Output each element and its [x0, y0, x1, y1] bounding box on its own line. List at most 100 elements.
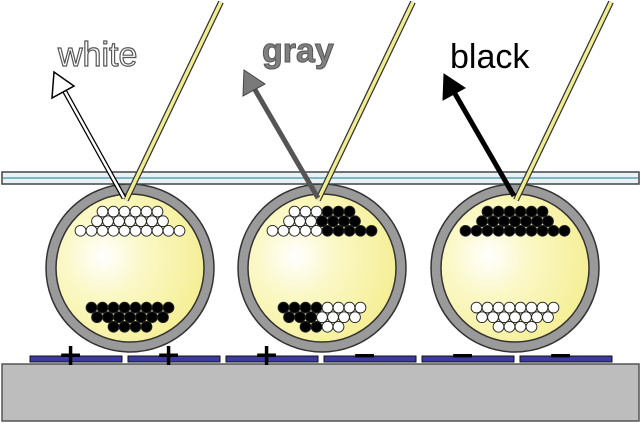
particle	[140, 205, 153, 218]
particle	[498, 311, 510, 324]
particle	[124, 215, 136, 228]
particle-cluster	[266, 205, 378, 333]
particle	[481, 224, 494, 237]
electrode	[29, 355, 123, 363]
electrode	[127, 355, 221, 363]
particle	[266, 224, 279, 237]
light-beam	[316, 1, 415, 201]
particle	[514, 205, 527, 218]
particle	[354, 224, 367, 237]
particle	[283, 311, 295, 324]
particle	[321, 320, 334, 333]
particle	[343, 205, 356, 218]
particle	[525, 301, 538, 314]
particle	[113, 311, 125, 324]
particle	[135, 215, 147, 228]
particle	[514, 320, 527, 333]
particle	[509, 215, 521, 228]
electrode	[519, 355, 613, 363]
particle	[277, 301, 290, 314]
particle	[338, 215, 350, 228]
particle	[129, 320, 142, 333]
particle	[321, 205, 334, 218]
particle	[349, 311, 361, 324]
particle	[85, 224, 98, 237]
particle	[91, 215, 103, 228]
particle	[487, 311, 499, 324]
particle	[503, 205, 516, 218]
particle	[327, 311, 339, 324]
particle	[173, 224, 186, 237]
particle	[96, 224, 109, 237]
particle	[525, 320, 538, 333]
particle	[354, 301, 367, 314]
particle	[332, 224, 345, 237]
particle	[531, 311, 543, 324]
substrate-base	[1, 363, 640, 422]
incident-light-beams	[123, 0, 614, 202]
particle	[146, 215, 158, 228]
particle	[288, 301, 301, 314]
particle	[96, 205, 109, 218]
light-beam	[514, 1, 613, 201]
particle	[157, 311, 169, 324]
particle	[118, 205, 131, 218]
particle	[531, 215, 543, 228]
particle	[157, 215, 169, 228]
electrode-sign-left-a: +	[58, 338, 83, 373]
particle-cluster	[74, 205, 186, 333]
particle	[310, 301, 323, 314]
capsule-white	[45, 183, 215, 353]
particle	[459, 224, 472, 237]
particle	[118, 320, 131, 333]
label-white: white	[57, 36, 137, 74]
particle	[129, 301, 142, 314]
particle	[107, 301, 120, 314]
particle	[299, 320, 312, 333]
black-reflection-arrow	[442, 73, 517, 198]
particle	[514, 224, 527, 237]
particle	[277, 224, 290, 237]
electrode-sign-right-b: −	[548, 338, 573, 373]
particle	[96, 301, 109, 314]
particle	[476, 215, 488, 228]
particle	[310, 224, 323, 237]
capsule-gray	[237, 183, 407, 353]
particle	[316, 215, 328, 228]
particle	[102, 215, 114, 228]
particle	[481, 301, 494, 314]
particle-cluster	[459, 205, 571, 333]
particle	[118, 224, 131, 237]
particle	[503, 224, 516, 237]
particle	[124, 311, 136, 324]
particle	[327, 215, 339, 228]
particle	[85, 301, 98, 314]
particle	[321, 301, 334, 314]
label-black: black	[450, 38, 530, 76]
particle	[470, 224, 483, 237]
particle	[365, 224, 378, 237]
particle	[547, 301, 560, 314]
particle	[140, 320, 153, 333]
particle	[288, 224, 301, 237]
particle	[492, 224, 505, 237]
glass-plate	[1, 171, 640, 185]
particle	[503, 320, 516, 333]
particle	[113, 215, 125, 228]
electrode	[225, 355, 319, 363]
particle	[140, 224, 153, 237]
particle	[129, 224, 142, 237]
electrode-sign-right-a: −	[450, 338, 475, 373]
particle	[525, 205, 538, 218]
particle	[107, 224, 120, 237]
particle	[520, 311, 532, 324]
particle	[503, 301, 516, 314]
label-gray: gray	[262, 32, 334, 70]
particle	[343, 224, 356, 237]
particle	[536, 224, 549, 237]
particle	[332, 320, 345, 333]
particle	[470, 301, 483, 314]
particle	[140, 301, 153, 314]
particle	[107, 205, 120, 218]
